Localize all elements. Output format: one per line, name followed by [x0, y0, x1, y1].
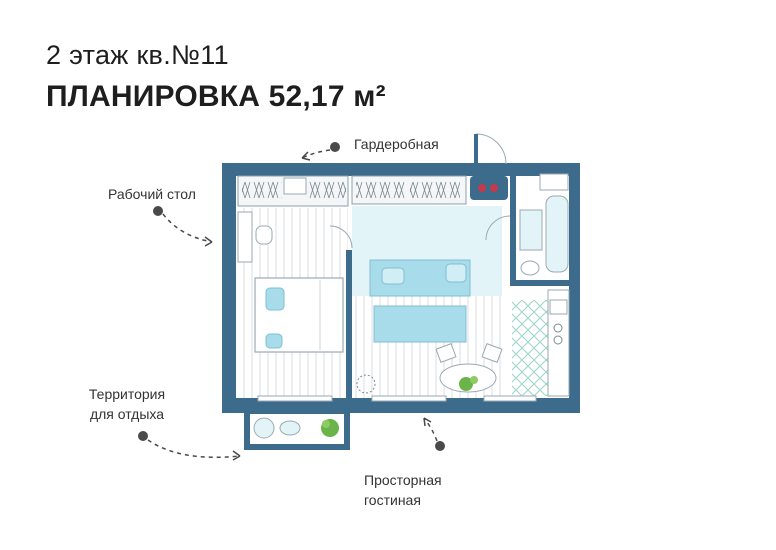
label-desk: Рабочий стол [108, 186, 196, 202]
balcony [244, 412, 350, 450]
layout-area-title: ПЛАНИРОВКА 52,17 м² [46, 80, 386, 113]
label-recreation: Территория для отдыха [74, 384, 180, 424]
bathroom [470, 133, 569, 286]
kitchen [512, 289, 570, 397]
callout-arrow [147, 439, 241, 459]
living-room [329, 175, 503, 398]
callout-dot [138, 431, 148, 441]
label-living-line2: гостиная [364, 492, 421, 508]
callout-arrow [301, 149, 331, 159]
floor-apartment-title: 2 этаж кв.№11 [46, 40, 229, 70]
callout-dot [330, 142, 340, 152]
label-recreation-line1: Территория [88, 386, 166, 402]
bedroom [237, 175, 352, 398]
callout-wardrobe [301, 142, 340, 161]
callout-recreation [138, 431, 241, 461]
callout-dot [435, 441, 445, 451]
callout-living [423, 417, 445, 451]
windows [257, 395, 537, 402]
callout-arrow [423, 417, 438, 442]
label-living-line1: Просторная [364, 472, 442, 488]
label-living: Просторная гостиная [364, 470, 442, 510]
callout-arrow [162, 213, 213, 243]
callout-dot [153, 206, 163, 216]
label-recreation-line2: для отдыха [89, 406, 165, 422]
label-wardrobe: Гардеробная [354, 136, 439, 152]
callout-desk [153, 206, 213, 247]
